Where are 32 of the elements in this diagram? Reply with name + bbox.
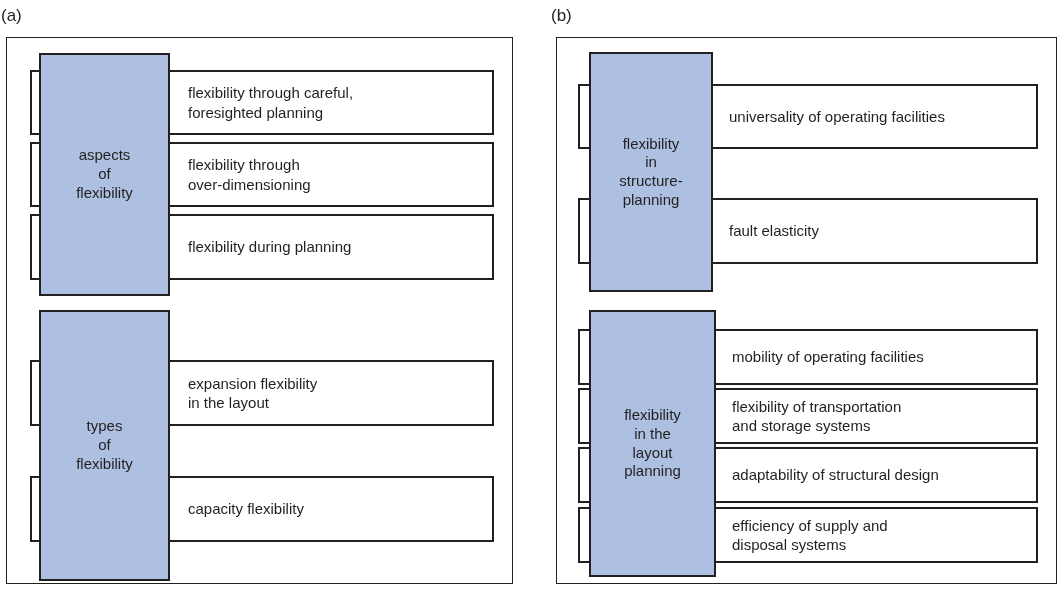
panel-label: (a) [1, 6, 22, 26]
item-label: mobility of operating facilities [732, 347, 925, 367]
item-label: adaptability of structural design [732, 465, 940, 485]
category-label: flexibility in structure-planning [618, 134, 684, 210]
item-box [168, 476, 494, 542]
item-label: flexibility of transportation and storage systems [732, 396, 903, 436]
item-box [711, 84, 1038, 149]
item-label: universality of operating facilities [729, 106, 946, 127]
item-box [168, 142, 494, 207]
category-label: aspects of flexibility [75, 146, 134, 203]
category-label: flexibility in the layout planning [623, 406, 682, 481]
item-label: flexibility during planning [188, 237, 353, 257]
item-box [714, 388, 1038, 444]
item-box [168, 360, 494, 426]
item-label: expansion flexibility in the layout [188, 373, 319, 413]
category-label: types of flexibility [75, 417, 134, 474]
item-label: flexibility through over-dimensioning [188, 155, 312, 194]
item-label: flexibility through careful, foresighted planning [188, 83, 355, 122]
item-box [168, 70, 494, 135]
category-box [39, 53, 170, 296]
item-box [711, 198, 1038, 264]
panel-label: (b) [551, 6, 572, 26]
item-box [714, 507, 1038, 563]
category-box [39, 310, 170, 581]
item-label: capacity flexibility [188, 499, 305, 519]
item-box [714, 447, 1038, 503]
item-box [168, 214, 494, 280]
category-box [589, 310, 716, 577]
item-label: fault elasticity [729, 221, 821, 241]
item-label: efficiency of supply and disposal systems [732, 515, 889, 555]
category-box [589, 52, 713, 292]
item-box [714, 329, 1038, 385]
